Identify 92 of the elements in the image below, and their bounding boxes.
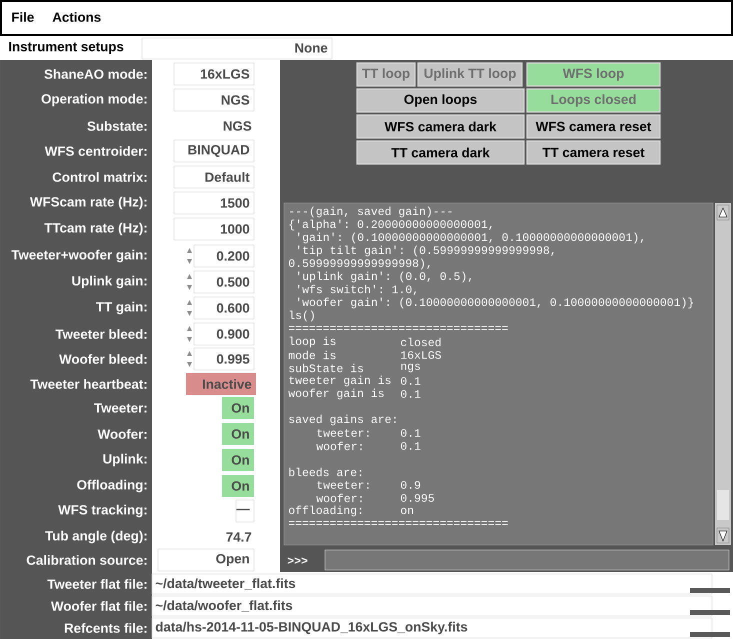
console-text: 'uplink gain': (0.0, 0.5), bbox=[298, 272, 472, 282]
button: WFS camera dark bbox=[356, 114, 525, 139]
console-text: ================================ bbox=[288, 521, 508, 525]
text-field: data/hs-2014-11-05-BINQUAD_16xLGS_onSky.fits bbox=[152, 618, 712, 638]
spin-box: 0.900 bbox=[187, 322, 254, 346]
button: TT camera reset bbox=[526, 140, 661, 165]
console-text: subState is bbox=[289, 364, 363, 372]
field-label: TTcam rate (Hz): bbox=[44, 222, 146, 236]
field-label: TT gain: bbox=[96, 302, 146, 314]
status-indicator: On bbox=[222, 397, 254, 419]
field-label: Tweeter flat file: bbox=[47, 579, 146, 589]
spin-box: 0.200 bbox=[187, 244, 254, 268]
field-label: Uplink gain: bbox=[72, 276, 146, 288]
console-text: 0.1 bbox=[400, 390, 420, 398]
field-label: Operation mode: bbox=[42, 94, 146, 106]
status-indicator: On bbox=[222, 423, 254, 445]
console-text: ls() bbox=[290, 310, 314, 322]
console-text: loop is bbox=[290, 336, 336, 348]
console-text: tweeter: bbox=[317, 429, 369, 437]
field-label: WFS tracking: bbox=[58, 504, 146, 518]
text-field: NGS bbox=[174, 88, 254, 112]
console-text: mode is bbox=[288, 350, 336, 360]
console-text: woofer gain is bbox=[288, 388, 384, 400]
console-text: woofer: bbox=[316, 494, 362, 502]
button: WFS camera reset bbox=[526, 114, 661, 139]
console-text: {'alpha': 0.20000000000000001, bbox=[290, 220, 492, 230]
console-text: ---(gain, saved gain)--- bbox=[290, 206, 452, 218]
console-text: 0.59999999999999998), bbox=[288, 258, 430, 270]
spin-box: 0.500 bbox=[187, 270, 254, 294]
console-text: 0.1 bbox=[400, 429, 420, 437]
field-label: Calibration source: bbox=[26, 555, 146, 565]
field-label: ShaneAO mode: bbox=[44, 69, 146, 79]
console-text: 'wfs switch': 1.0, bbox=[298, 284, 416, 296]
text-field: 1500 bbox=[174, 192, 254, 214]
field-label: Substate: bbox=[87, 121, 146, 131]
text-field: ~/data/tweeter_flat.fits bbox=[152, 574, 712, 594]
menu-item: File bbox=[12, 12, 34, 22]
text-field: None bbox=[142, 38, 332, 60]
field-label: Woofer flat file: bbox=[50, 601, 146, 611]
button: TT camera dark bbox=[356, 140, 525, 165]
button: Uplink TT loop bbox=[417, 62, 523, 87]
field-label: Tweeter: bbox=[94, 403, 146, 413]
text-field: 16xLGS bbox=[174, 62, 254, 86]
field-label: Control matrix: bbox=[52, 172, 146, 182]
console-text: on bbox=[401, 508, 414, 514]
console-text: 16xLGS bbox=[401, 351, 441, 359]
value-text: NGS bbox=[224, 121, 252, 131]
console-text: ================================ bbox=[288, 326, 508, 330]
console-text: 0.1 bbox=[400, 442, 420, 450]
prompt-text: >>> bbox=[288, 558, 308, 564]
button: WFS loop bbox=[526, 62, 661, 87]
field-label: WFS centroider: bbox=[44, 146, 146, 156]
console-text: 0.995 bbox=[400, 494, 434, 502]
console-text: closed bbox=[401, 338, 441, 346]
console-text: 'tip tilt gain': (0.59999999999999998, bbox=[298, 246, 554, 256]
console-text: 0.1 bbox=[400, 377, 420, 385]
field-label: Tweeter heartbeat: bbox=[30, 379, 146, 389]
console-text: 'woofer gain': (0.10000000000000001, 0.10000000000000001)} bbox=[298, 298, 694, 308]
field-label: Offloading: bbox=[77, 480, 146, 492]
console-text: saved gains are: bbox=[289, 414, 396, 426]
status-indicator: On bbox=[222, 475, 254, 497]
menu-item: Actions bbox=[52, 12, 101, 22]
field-label: Tub angle (deg): bbox=[45, 530, 146, 544]
button: Loops closed bbox=[526, 88, 661, 113]
spin-box: 0.600 bbox=[187, 296, 254, 320]
text-field: Default bbox=[174, 166, 254, 188]
console-text: tweeter gain is bbox=[289, 376, 391, 386]
field-label: Woofer: bbox=[98, 429, 146, 439]
console-text: ngs bbox=[401, 364, 420, 372]
console-text: 0.9 bbox=[400, 481, 420, 489]
field-label: Refcents file: bbox=[64, 623, 146, 633]
field-label: Uplink: bbox=[103, 454, 146, 466]
field-label: Tweeter+woofer gain: bbox=[11, 250, 146, 262]
button: TT loop bbox=[356, 62, 416, 87]
field-label: Instrument setups bbox=[9, 42, 124, 54]
text-field: ~/data/woofer_flat.fits bbox=[152, 596, 712, 616]
field-label: Woofer bleed: bbox=[59, 354, 146, 364]
status-indicator: Inactive bbox=[186, 373, 256, 395]
console-text: offloading: bbox=[289, 506, 362, 516]
console-text: tweeter: bbox=[317, 481, 369, 489]
console-text: bleeds are: bbox=[289, 468, 362, 476]
console-text: 'gain': (0.10000000000000001, 0.10000000000000001), bbox=[298, 232, 644, 244]
field-label: WFScam rate (Hz): bbox=[30, 196, 146, 210]
text-field: 1000 bbox=[174, 218, 254, 240]
console-text: woofer: bbox=[316, 442, 362, 450]
spin-box: 0.995 bbox=[187, 348, 254, 370]
field-label: Tweeter bleed: bbox=[56, 329, 146, 339]
text-field: BINQUAD bbox=[174, 140, 254, 162]
value-text: 74.7 bbox=[226, 532, 252, 542]
text-field: — bbox=[236, 500, 254, 522]
text-field: Open bbox=[158, 548, 254, 572]
status-indicator: On bbox=[222, 449, 254, 471]
